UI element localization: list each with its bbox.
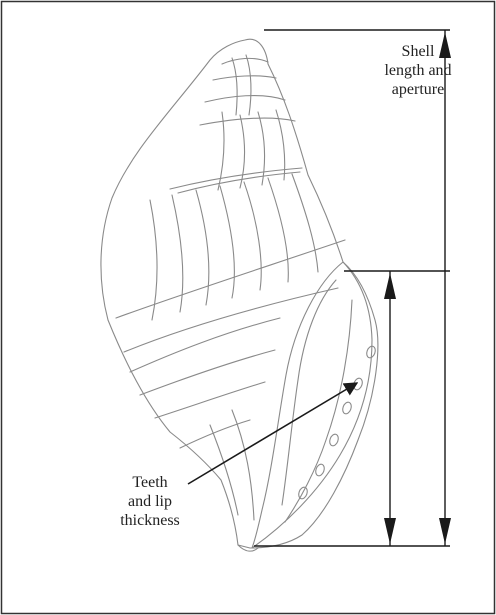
label-line: Shell (352, 42, 484, 61)
whorl-line (222, 58, 268, 64)
rib-line (232, 58, 237, 115)
body-line (155, 382, 265, 418)
label-line: thickness (110, 511, 190, 530)
label-line: length and (352, 61, 484, 80)
rib-line (172, 195, 183, 312)
whorl-line (200, 118, 295, 125)
shell-length-arrow-down (439, 518, 451, 544)
label-line: aperture (352, 80, 484, 99)
lip-tooth (328, 433, 340, 447)
inner-lip (285, 300, 352, 522)
body-line (210, 425, 238, 515)
aperture-arrow-up (384, 273, 396, 299)
label-line: and lip (110, 492, 190, 511)
rib-line (268, 178, 288, 282)
rib-line (258, 112, 265, 185)
body-line (140, 350, 275, 395)
rib-line (246, 55, 251, 115)
teeth-lip-thickness-label: Teeth and lip thickness (110, 473, 190, 530)
measurement-arrowheads (384, 32, 451, 544)
measurement-lines (254, 30, 450, 546)
body-line (130, 318, 280, 372)
body-line (180, 420, 250, 448)
whorl-line (170, 168, 302, 189)
rib-line (150, 200, 157, 320)
shell-outline (101, 39, 378, 548)
lip-tooth (341, 401, 353, 415)
rib-line (240, 115, 245, 188)
shell-length-aperture-label: Shell length and aperture (352, 42, 484, 99)
rib-line (244, 182, 261, 290)
whorl-line (213, 76, 276, 80)
whorl-band (116, 240, 345, 318)
inner-lip (282, 280, 336, 505)
aperture-arrow-down (384, 518, 396, 544)
whorl-line (205, 96, 285, 102)
label-line: Teeth (110, 473, 190, 492)
